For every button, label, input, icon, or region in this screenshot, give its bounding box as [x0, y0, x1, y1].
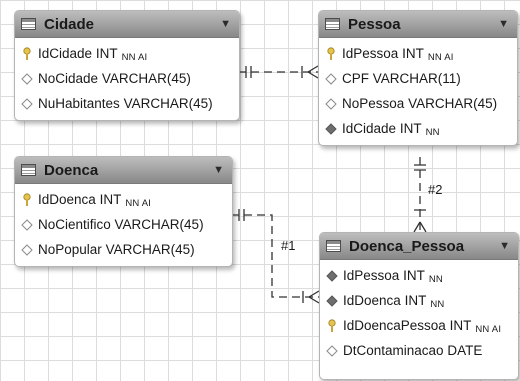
column-name: IdPessoa — [343, 268, 400, 283]
column-flags: NN — [428, 274, 443, 285]
column-name: DtContaminacao — [343, 343, 444, 358]
column-flags: NN — [430, 299, 445, 310]
column-type: VARCHAR(45) — [105, 242, 195, 257]
column-type: VARCHAR(45) — [123, 96, 213, 111]
column-type: VARCHAR(45) — [408, 96, 498, 111]
column-row[interactable]: NoPessoa VARCHAR(45) — [319, 91, 517, 116]
column-name: NuHabitantes — [38, 96, 120, 111]
column-name: IdCidade — [38, 46, 93, 61]
column-flags: NN AI — [427, 52, 454, 63]
cardinality-one-doenca — [238, 209, 245, 221]
entity-title: Doenca — [44, 161, 99, 179]
column-type: INT — [99, 192, 122, 207]
key-icon — [20, 192, 34, 207]
chevron-down-icon[interactable]: ▼ — [499, 240, 510, 252]
column-type: INT — [404, 293, 427, 308]
diamond-filled-icon — [325, 294, 339, 308]
column-type: INT — [399, 121, 422, 136]
column-name: NoPopular — [38, 242, 102, 257]
diamond-outline-icon — [20, 72, 34, 86]
column-name: IdDoencaPessoa — [343, 318, 446, 333]
column-row[interactable]: NuHabitantes VARCHAR(45) — [15, 91, 239, 116]
column-name: NoCientifico — [38, 217, 111, 232]
table-icon — [326, 240, 341, 252]
column-name: IdDoenca — [38, 192, 96, 207]
entity-header[interactable]: Doenca ▼ — [15, 157, 232, 184]
diamond-outline-icon — [20, 218, 34, 232]
column-flags: NN AI — [121, 52, 148, 63]
column-row[interactable]: NoCidade VARCHAR(45) — [15, 66, 239, 91]
column-type: INT — [403, 268, 425, 283]
cardinality-one-pessoa — [414, 164, 426, 171]
entity-title: Pessoa — [348, 15, 401, 33]
column-row[interactable]: NoCientifico VARCHAR(45) — [15, 212, 232, 237]
diamond-filled-icon — [325, 269, 339, 283]
column-name: NoCidade — [38, 71, 99, 86]
cardinality-many-doenca-pessoa-top — [413, 209, 427, 233]
column-name: IdDoenca — [343, 293, 401, 308]
diamond-outline-icon — [325, 344, 339, 358]
table-icon — [21, 164, 36, 176]
column-name: CPF — [342, 71, 369, 86]
column-flags: NN AI — [125, 198, 152, 209]
column-type: VARCHAR(45) — [114, 217, 204, 232]
relationship-label-1: #1 — [281, 238, 296, 253]
column-type: INT — [402, 46, 424, 61]
entity-title: Cidade — [44, 15, 95, 33]
cardinality-one-cidade — [245, 66, 252, 78]
chevron-down-icon[interactable]: ▼ — [220, 18, 231, 30]
entity-header[interactable]: Pessoa ▼ — [319, 11, 517, 38]
diamond-filled-icon — [324, 122, 338, 136]
column-row[interactable]: DtContaminacao DATE — [320, 338, 518, 363]
cardinality-many-doenca-pessoa-left — [302, 290, 320, 304]
column-name: IdCidade — [342, 121, 397, 136]
chevron-down-icon[interactable]: ▼ — [213, 164, 224, 176]
relationship-doenca-doenca-pessoa — [231, 214, 319, 298]
column-type: INT — [449, 318, 472, 333]
column-flags: NN — [425, 127, 440, 138]
entity-header[interactable]: Cidade ▼ — [15, 11, 239, 38]
entity-title: Doenca_Pessoa — [349, 237, 465, 255]
column-row[interactable]: CPF VARCHAR(11) — [319, 66, 517, 91]
relationship-label-2: #2 — [428, 182, 443, 197]
column-flags: NN AI — [475, 324, 502, 335]
diamond-outline-icon — [324, 72, 338, 86]
chevron-down-icon[interactable]: ▼ — [498, 18, 509, 30]
diamond-outline-icon — [20, 97, 34, 111]
column-type: VARCHAR(11) — [372, 71, 461, 86]
key-icon — [20, 46, 34, 61]
entity-header[interactable]: Doenca_Pessoa ▼ — [320, 233, 518, 260]
key-icon — [324, 46, 338, 61]
cardinality-many-pessoa — [301, 65, 319, 79]
diamond-outline-icon — [324, 97, 338, 111]
column-type: VARCHAR(45) — [101, 71, 191, 86]
column-row[interactable]: NoPopular VARCHAR(45) — [15, 237, 232, 262]
table-icon — [21, 18, 36, 30]
table-icon — [325, 18, 340, 30]
diamond-outline-icon — [20, 243, 34, 257]
column-name: IdPessoa — [342, 46, 399, 61]
key-icon — [325, 318, 339, 333]
column-type: INT — [95, 46, 118, 61]
column-name: NoPessoa — [342, 96, 405, 111]
column-type: DATE — [447, 343, 483, 358]
